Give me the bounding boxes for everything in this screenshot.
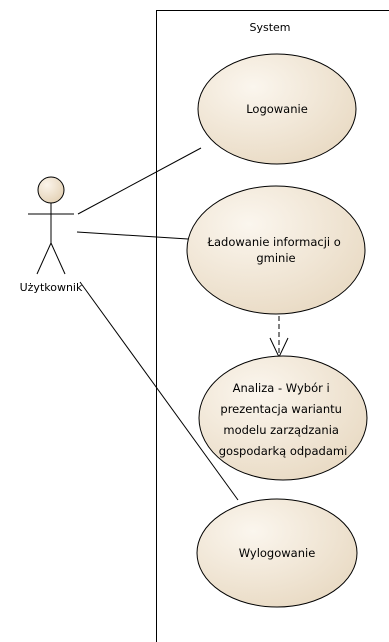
use-case-shape [198, 355, 368, 481]
use-case-label-line: modelu zarządzania [223, 423, 339, 437]
use-case-label-line: Analiza - Wybór i [233, 381, 330, 395]
use-case-label-line: prezentacja wariantu [220, 402, 342, 416]
association-logowanie [77, 147, 202, 215]
actor-head [37, 176, 65, 204]
use-case-shape [196, 498, 358, 608]
use-case-label: Ładowanie informacji o gminie [207, 235, 345, 265]
use-case-logowanie[interactable]: Logowanie [197, 53, 357, 165]
association-ladowanie [76, 231, 189, 240]
actor-uzytkownik[interactable]: Użytkownik [20, 176, 83, 294]
use-case-label: Analiza - Wybór i prezentacja wariantu m… [219, 381, 348, 458]
use-case-label-line: gminie [256, 251, 295, 265]
association-wylogowanie [79, 281, 239, 501]
associations [76, 147, 239, 501]
system-title: System [249, 21, 290, 34]
use-case-analiza[interactable]: Analiza - Wybór i prezentacja wariantu m… [198, 355, 368, 481]
use-case-label-line: Logowanie [246, 102, 308, 116]
use-case-ladowanie[interactable]: Ładowanie informacji o gminie [186, 185, 366, 315]
use-case-label-line: Ładowanie informacji o [207, 235, 341, 249]
use-case-wylogowanie[interactable]: Wylogowanie [196, 498, 358, 608]
use-case-shape [197, 53, 357, 165]
use-case-label-line: Wylogowanie [239, 546, 316, 560]
use-case-label-line: gospodarką odpadami [219, 444, 348, 458]
use-case-label: Logowanie [246, 102, 308, 116]
actor-left-leg [36, 242, 52, 275]
actor-right-leg [50, 242, 66, 275]
use-case-shape [186, 185, 366, 315]
use-case-label: Wylogowanie [239, 546, 316, 560]
actor-name: Użytkownik [20, 281, 83, 294]
